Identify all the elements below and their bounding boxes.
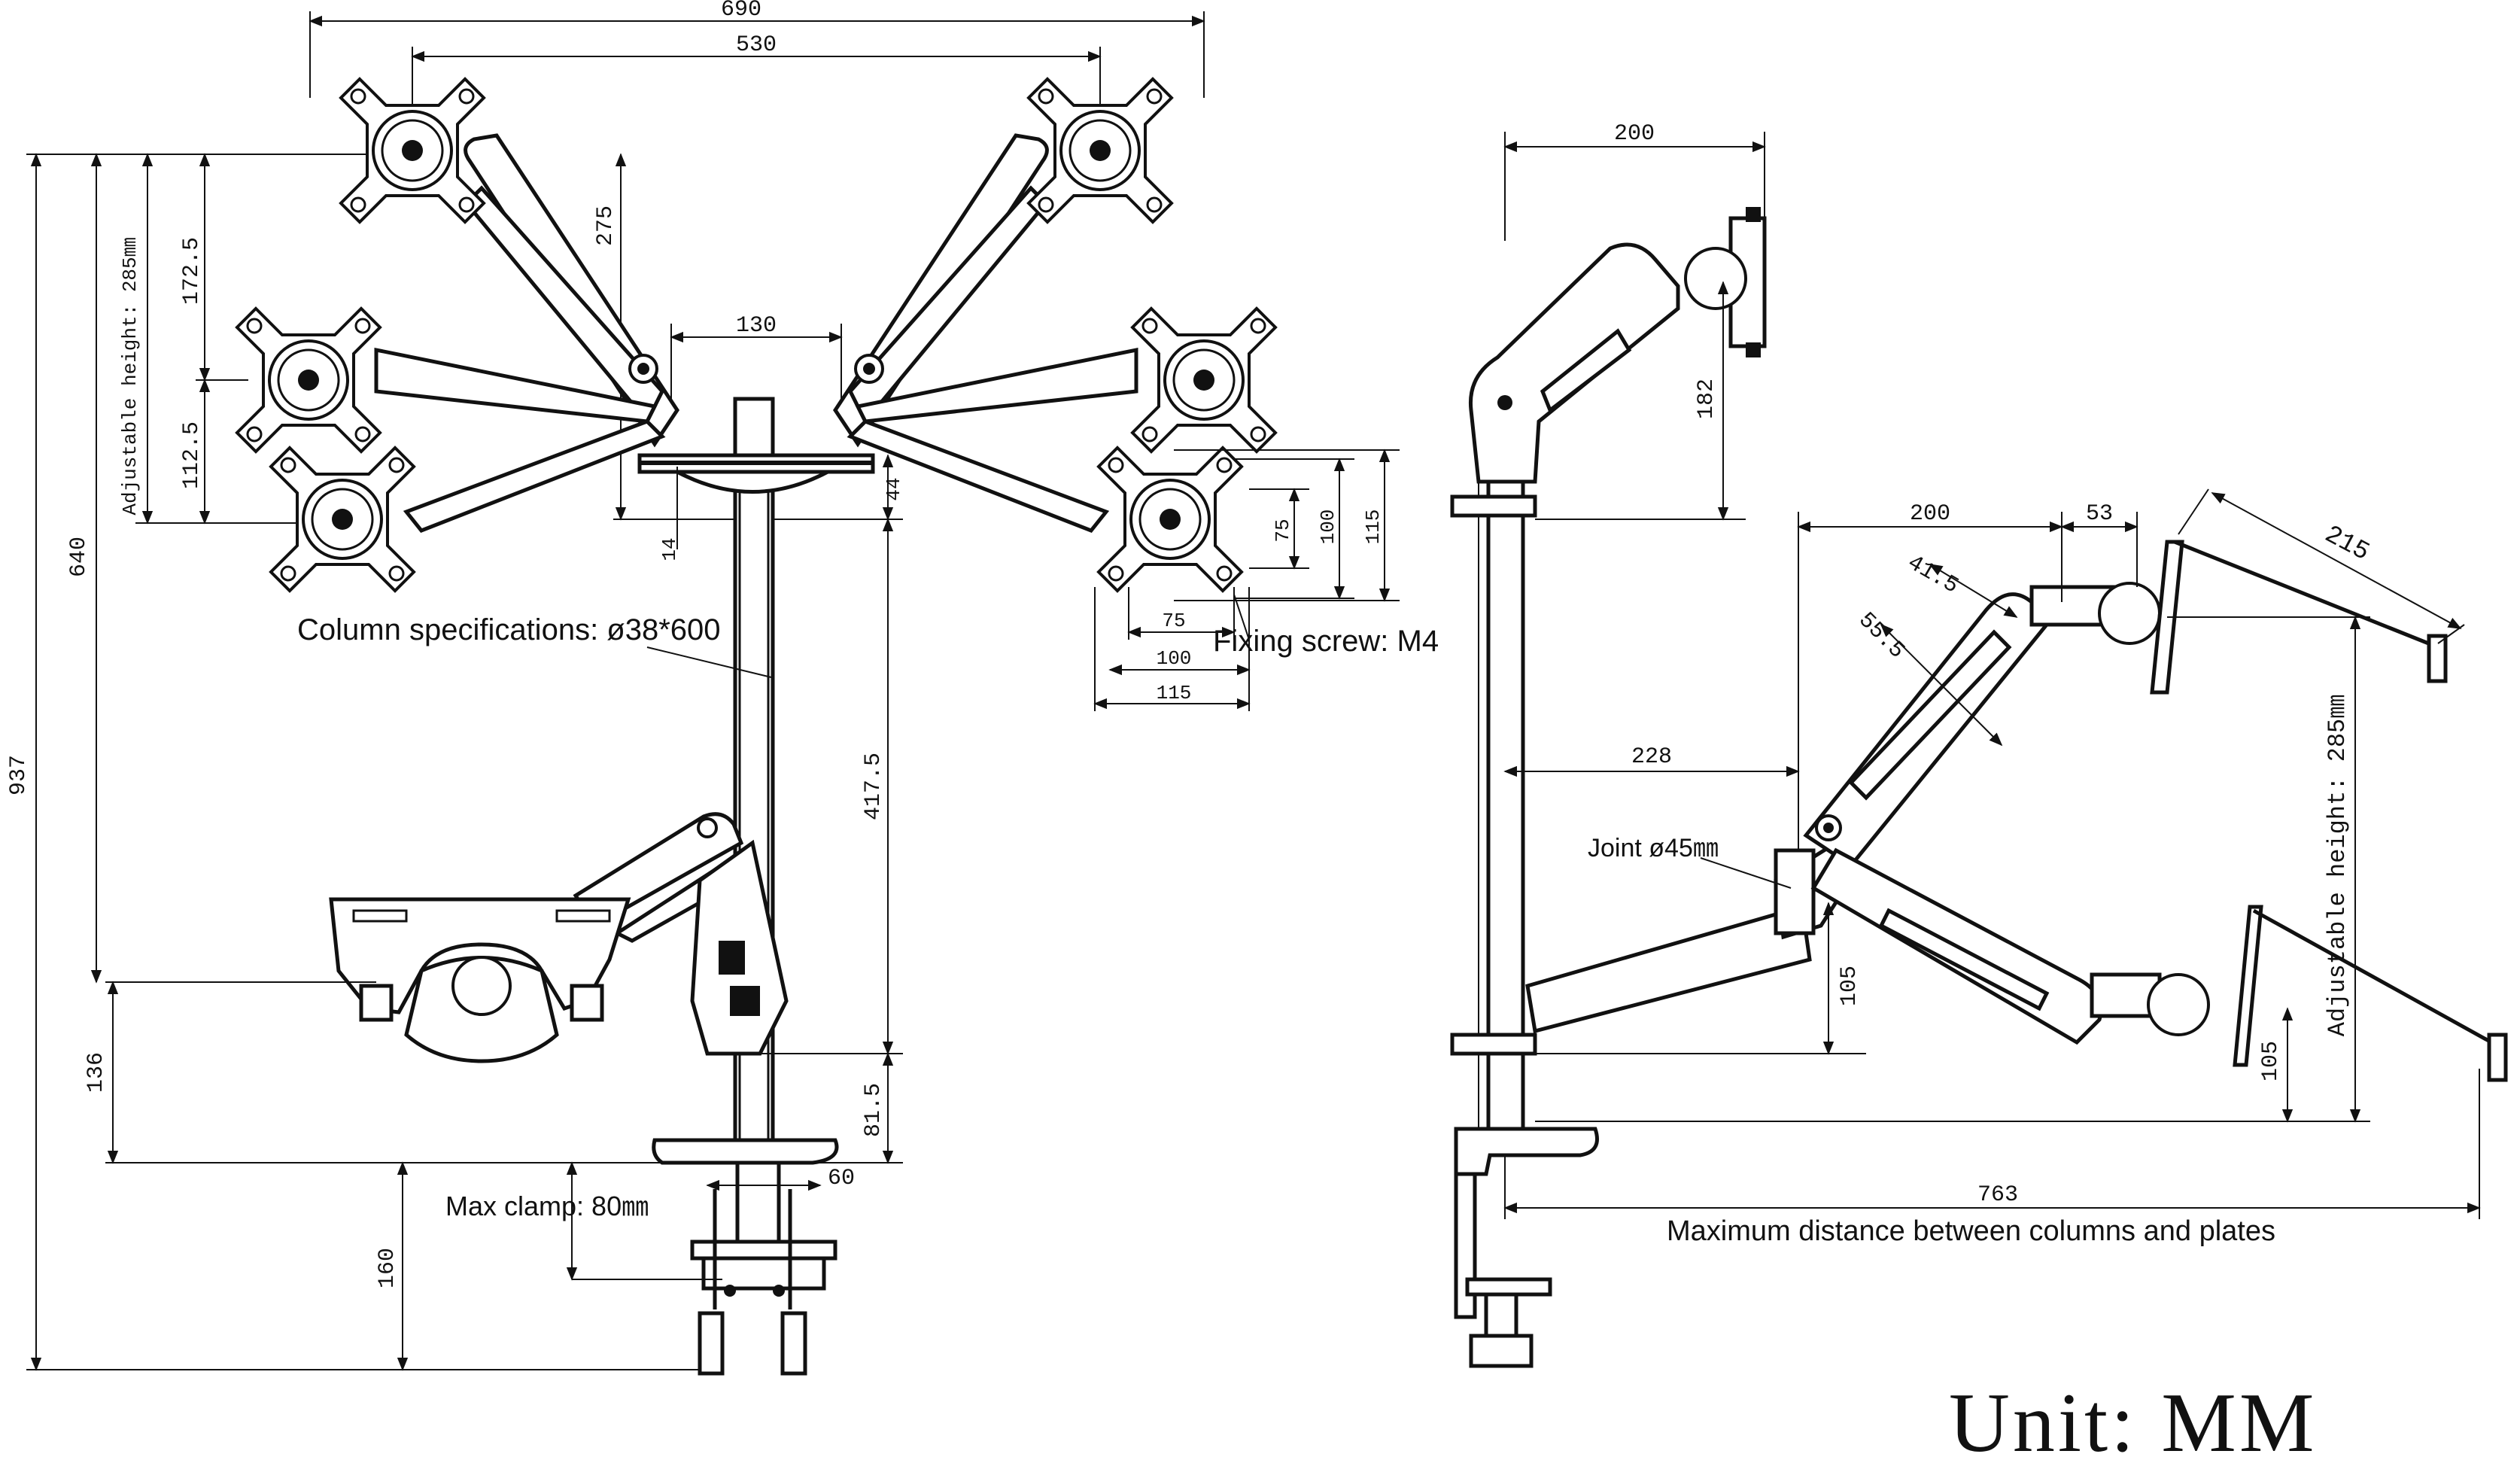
dimension-44: 44 — [882, 454, 905, 521]
max-distance-label: Maximum distance between columns and pla… — [1667, 1215, 2275, 1247]
vesa-v75-label: 75 — [1272, 519, 1294, 542]
vesa-h75-label: 75 — [1162, 610, 1185, 632]
dimension-adjustable-left: Adjustable height: 285㎜ — [119, 153, 154, 525]
vesa-v115-label: 115 — [1362, 509, 1385, 545]
dimension-14: 14 — [658, 467, 681, 561]
vesa-plate-mid-left — [236, 307, 381, 453]
lower-arm-tray — [329, 812, 789, 1063]
vesa-h115-label: 115 — [1157, 682, 1192, 704]
side-dim-215-label: 215 — [2320, 521, 2374, 567]
side-dim-41-5-label: 41.5 — [1903, 550, 1962, 599]
dim-14-label: 14 — [658, 537, 681, 561]
dimension-172-5: 172.5 — [179, 153, 211, 382]
side-dimension-200: 200 — [1797, 501, 2063, 850]
side-dimension-53: 53 — [2060, 501, 2139, 587]
side-dimension-228: 228 — [1503, 744, 1800, 777]
adjustable-height-left-label: Adjustable height: 285㎜ — [119, 237, 141, 515]
arm-upper-right — [833, 133, 1138, 533]
dim-530-label: 530 — [736, 32, 777, 58]
dim-81-5-label: 81.5 — [861, 1083, 886, 1137]
side-view: 200 182 — [1450, 121, 2508, 1368]
dim-417-5-label: 417.5 — [861, 753, 886, 820]
dimension-417-5: 417.5 — [722, 518, 903, 1055]
side-dimension-215: 215 — [2178, 488, 2465, 644]
max-clamp-label: Max clamp: 80㎜ — [445, 1191, 649, 1221]
dim-112-5-label: 112.5 — [179, 421, 205, 489]
vesa-plate-low-left — [269, 446, 415, 592]
side-dim-53-label: 53 — [2086, 501, 2113, 527]
clamp-base — [652, 1138, 839, 1376]
side-dim-228-label: 228 — [1631, 744, 1672, 770]
side-column — [1486, 479, 1525, 1131]
column-spec-label: Column specifications: ø38*600 — [297, 613, 721, 646]
dimension-130: 130 — [670, 313, 843, 421]
dimension-690: 690 — [309, 0, 1205, 98]
vesa-plate-low-right — [1097, 446, 1243, 592]
side-dimension-200-top: 200 — [1503, 121, 1766, 241]
dimension-160: 160 — [375, 1161, 409, 1371]
side-dimension-105-left: 105 — [1535, 902, 1866, 1055]
side-upper-arm — [1468, 207, 1767, 484]
side-dim-763-label: 763 — [1977, 1182, 2018, 1208]
side-collar-top — [1450, 494, 1537, 518]
joint-label: Joint ø45㎜ — [1588, 834, 1719, 862]
vesa-dimensions-vertical: 75 100 115 — [1174, 449, 1400, 602]
dimension-112-5: 112.5 — [135, 379, 316, 525]
dim-172-5-label: 172.5 — [179, 237, 205, 305]
top-hub — [637, 453, 875, 494]
dimension-640: 640 — [66, 153, 102, 984]
dim-136-label: 136 — [84, 1052, 109, 1093]
dim-690-label: 690 — [721, 0, 761, 23]
front-view: 690 530 937 640 Adjustable height: 285㎜ … — [6, 0, 1439, 1376]
dim-160-label: 160 — [375, 1248, 400, 1288]
dim-44-label: 44 — [883, 477, 905, 500]
side-dimension-adjustable: Adjustable height: 285㎜ 105 — [1535, 616, 2370, 1123]
dim-937-label: 937 — [6, 755, 32, 795]
side-dimension-182: 182 — [1535, 281, 1746, 521]
side-lower-arm — [1525, 840, 1857, 1034]
dim-275-label: 275 — [593, 205, 619, 246]
dimension-max-clamp: Max clamp: 80㎜ 60 — [445, 1161, 855, 1281]
vesa-plate-mid-right — [1131, 307, 1277, 453]
arm-upper-left — [374, 133, 679, 533]
side-dim-105-right-label: 105 — [2258, 1041, 2284, 1081]
side-collar-low — [1450, 1033, 1537, 1056]
side-dim-55-5-label: 55.5 — [1853, 608, 1909, 665]
dimension-136: 136 — [84, 981, 722, 1164]
side-dim-200-top-label: 200 — [1614, 121, 1655, 147]
vesa-v100-label: 100 — [1317, 509, 1339, 545]
vesa-h100-label: 100 — [1157, 647, 1192, 670]
side-dimension-763: 763 — [1503, 1069, 2481, 1219]
unit-label: Unit: MM — [1949, 1376, 2317, 1460]
dimension-530: 530 — [411, 32, 1102, 151]
side-dimension-41-5: 41.5 — [1903, 550, 2018, 618]
side-dim-200-label: 200 — [1910, 501, 1950, 527]
side-tilt-arm-down — [1810, 847, 2508, 1082]
dim-640-label: 640 — [66, 537, 92, 577]
side-dim-182-label: 182 — [1694, 379, 1719, 419]
dim-130-label: 130 — [736, 313, 777, 339]
vesa-dimensions-horizontal: 75 100 115 — [1093, 587, 1251, 711]
fixing-screw-label: Fixing screw: M4 — [1213, 625, 1439, 658]
adjustable-height-right-label: Adjustable height: 285㎜ — [2324, 695, 2351, 1036]
side-dim-105-left-label: 105 — [1837, 966, 1862, 1006]
side-clamp — [1454, 1127, 1599, 1368]
dim-60-label: 60 — [828, 1166, 855, 1191]
